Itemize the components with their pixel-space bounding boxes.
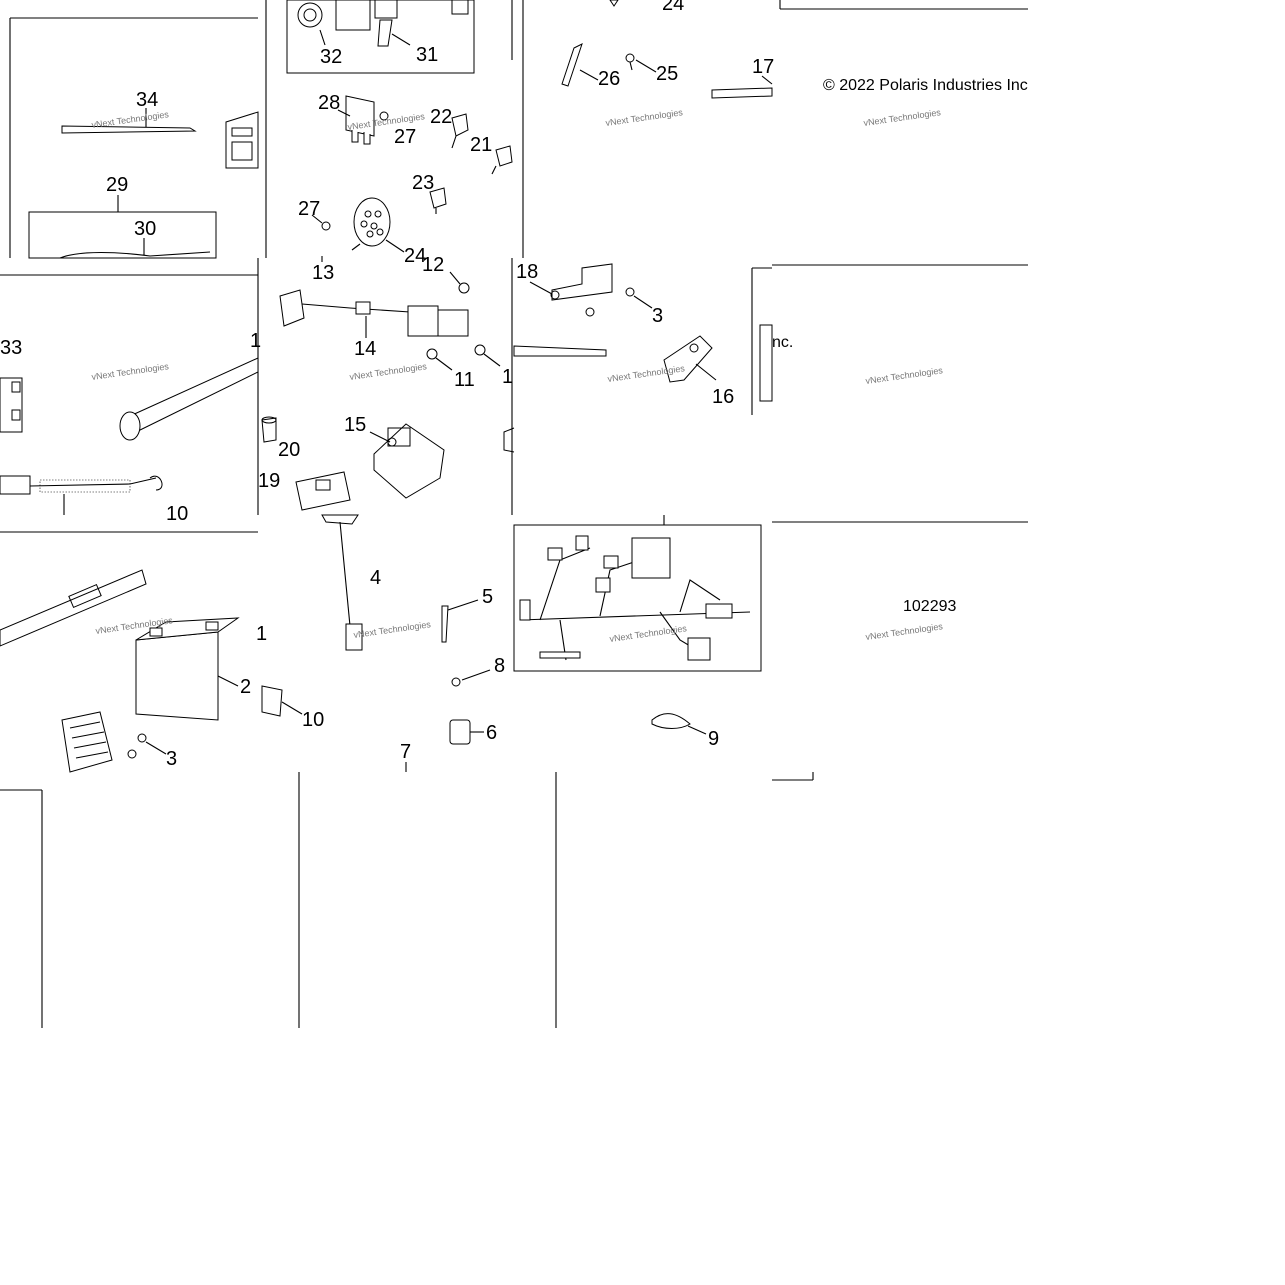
callout-label: 26 xyxy=(598,68,620,90)
callout-label: 28 xyxy=(318,92,340,114)
callout-label: 1 xyxy=(250,330,261,352)
callout-label: 20 xyxy=(278,439,300,461)
callout-label: 27 xyxy=(394,126,416,148)
callout-label: 5 xyxy=(482,586,493,608)
callout-label: 9 xyxy=(708,728,719,750)
callout-label: 24 xyxy=(662,0,684,15)
harness-schematic xyxy=(519,535,751,661)
callout-label: 32 xyxy=(320,46,342,68)
callout-label: 10 xyxy=(302,709,324,731)
callout-label: 22 xyxy=(430,106,452,128)
callout-label: 27 xyxy=(298,198,320,220)
callout-label: 34 xyxy=(136,89,158,111)
callout-label: 15 xyxy=(344,414,366,436)
copyright-fragment: nc. xyxy=(772,334,793,351)
callout-label: 1 xyxy=(502,366,513,388)
callout-label: 13 xyxy=(312,262,334,284)
callout-label: 33 xyxy=(0,337,22,359)
callout-labels: 34 29 30 32 31 28 27 22 21 23 27 24 26 2… xyxy=(0,0,774,770)
callout-label: 30 xyxy=(134,218,156,240)
callout-label: 31 xyxy=(416,44,438,66)
callout-label: 18 xyxy=(516,261,538,283)
callout-label: 14 xyxy=(354,338,376,360)
callout-label: 12 xyxy=(422,254,444,276)
callout-label: 10 xyxy=(166,503,188,525)
callout-label: 7 xyxy=(400,741,411,763)
callout-label: 2 xyxy=(240,676,251,698)
callout-label: 21 xyxy=(470,134,492,156)
callout-label: 3 xyxy=(166,748,177,770)
callout-label: 17 xyxy=(752,56,774,78)
panel-borders xyxy=(0,0,1028,1028)
callout-label: 23 xyxy=(412,172,434,194)
callout-label: 24 xyxy=(404,245,426,267)
callout-label: 25 xyxy=(656,63,678,85)
callout-label: 16 xyxy=(712,386,734,408)
callout-label: 1 xyxy=(256,623,267,645)
callout-label: 11 xyxy=(454,369,475,391)
callout-label: 3 xyxy=(652,305,663,327)
callout-label: 29 xyxy=(106,174,128,196)
callout-label: 8 xyxy=(494,655,505,677)
copyright-text: © 2022 Polaris Industries Inc. xyxy=(823,77,1032,94)
callout-label: 19 xyxy=(258,470,280,492)
callout-label: 4 xyxy=(370,567,381,589)
callout-label: 6 xyxy=(486,722,497,744)
part-drawings xyxy=(0,0,773,773)
drawing-number: 102293 xyxy=(903,598,956,615)
